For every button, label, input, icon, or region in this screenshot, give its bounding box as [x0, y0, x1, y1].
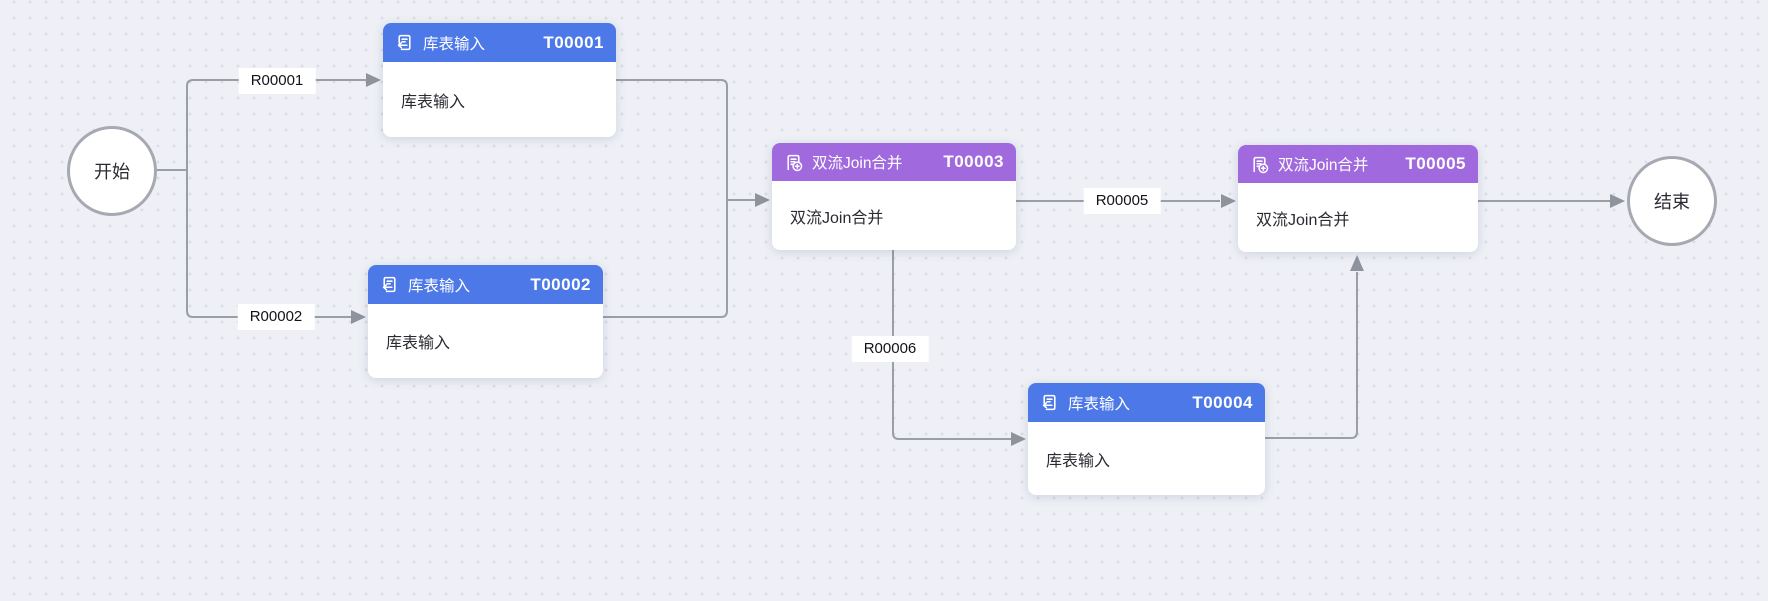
- node-body-label: 库表输入: [1046, 452, 1111, 470]
- flow-node-t00001[interactable]: 库表输入 T00001 库表输入: [383, 23, 616, 137]
- arrowhead-t00001: [366, 73, 381, 87]
- node-header[interactable]: 双流Join合并 T00003: [772, 143, 1016, 181]
- arrowhead-t00003: [755, 193, 770, 207]
- node-body-label: 库表输入: [386, 335, 451, 352]
- node-title: 库表输入: [1068, 395, 1131, 413]
- edge-label-r00001[interactable]: R00001: [238, 68, 316, 94]
- node-header[interactable]: 库表输入 T00002: [368, 265, 603, 304]
- node-body-label: 双流Join合并: [790, 209, 884, 227]
- flow-node-t00004[interactable]: 库表输入 T00004 库表输入: [1028, 383, 1265, 495]
- arrowhead-t00002: [351, 310, 366, 324]
- node-header[interactable]: 库表输入 T00004: [1028, 383, 1265, 422]
- flow-node-t00003[interactable]: 双流Join合并 T00003 双流Join合并: [772, 143, 1016, 250]
- node-title: 库表输入: [408, 277, 471, 295]
- node-body-label: 库表输入: [401, 93, 466, 111]
- node-header[interactable]: 库表输入 T00001: [383, 23, 616, 62]
- join-merge-icon: [1253, 156, 1269, 173]
- node-code: T00001: [543, 32, 604, 52]
- edge-start-to-t00002[interactable]: [186, 170, 351, 318]
- node-body[interactable]: 库表输入: [1028, 422, 1265, 495]
- node-title: 双流Join合并: [812, 155, 903, 172]
- edge-t00002-to-t00003[interactable]: [603, 200, 728, 318]
- join-merge-icon: [787, 154, 803, 171]
- start-node-label: 开始: [94, 162, 130, 182]
- edge-t00003-to-t00004[interactable]: [892, 250, 1011, 440]
- arrowhead-t00005-left: [1221, 194, 1236, 208]
- node-body[interactable]: 库表输入: [368, 304, 603, 378]
- arrowhead-end: [1610, 194, 1625, 208]
- node-body[interactable]: 双流Join合并: [772, 181, 1016, 250]
- table-input-icon: [397, 34, 411, 51]
- flow-node-t00002[interactable]: 库表输入 T00002 库表输入: [368, 265, 603, 378]
- flow-node-t00005[interactable]: 双流Join合并 T00005 双流Join合并: [1238, 145, 1478, 252]
- node-body-label: 双流Join合并: [1256, 211, 1350, 229]
- edge-start-to-t00001[interactable]: [186, 79, 366, 170]
- table-input-icon: [1042, 394, 1056, 411]
- edge-label-r00006[interactable]: R00006: [851, 336, 929, 362]
- node-title: 双流Join合并: [1278, 157, 1369, 174]
- node-code: T00003: [943, 152, 1004, 171]
- node-title: 库表输入: [423, 35, 486, 53]
- edge-label-r00005[interactable]: R00005: [1083, 188, 1161, 214]
- edge-t00001-to-t00003[interactable]: [616, 79, 728, 200]
- end-node-label: 结束: [1654, 192, 1690, 212]
- end-node[interactable]: 结束: [1627, 156, 1717, 246]
- node-header[interactable]: 双流Join合并 T00005: [1238, 145, 1478, 183]
- arrowhead-t00005-bottom: [1350, 255, 1364, 271]
- edge-label-r00002[interactable]: R00002: [237, 304, 315, 330]
- node-body[interactable]: 双流Join合并: [1238, 183, 1478, 252]
- node-code: T00004: [1192, 392, 1253, 412]
- node-body[interactable]: 库表输入: [383, 62, 616, 137]
- edge-t00004-to-t00005[interactable]: [1265, 272, 1358, 439]
- node-code: T00005: [1405, 154, 1466, 173]
- node-code: T00002: [530, 274, 591, 294]
- arrowhead-t00004: [1011, 432, 1026, 446]
- table-input-icon: [382, 276, 396, 293]
- start-node[interactable]: 开始: [67, 126, 157, 216]
